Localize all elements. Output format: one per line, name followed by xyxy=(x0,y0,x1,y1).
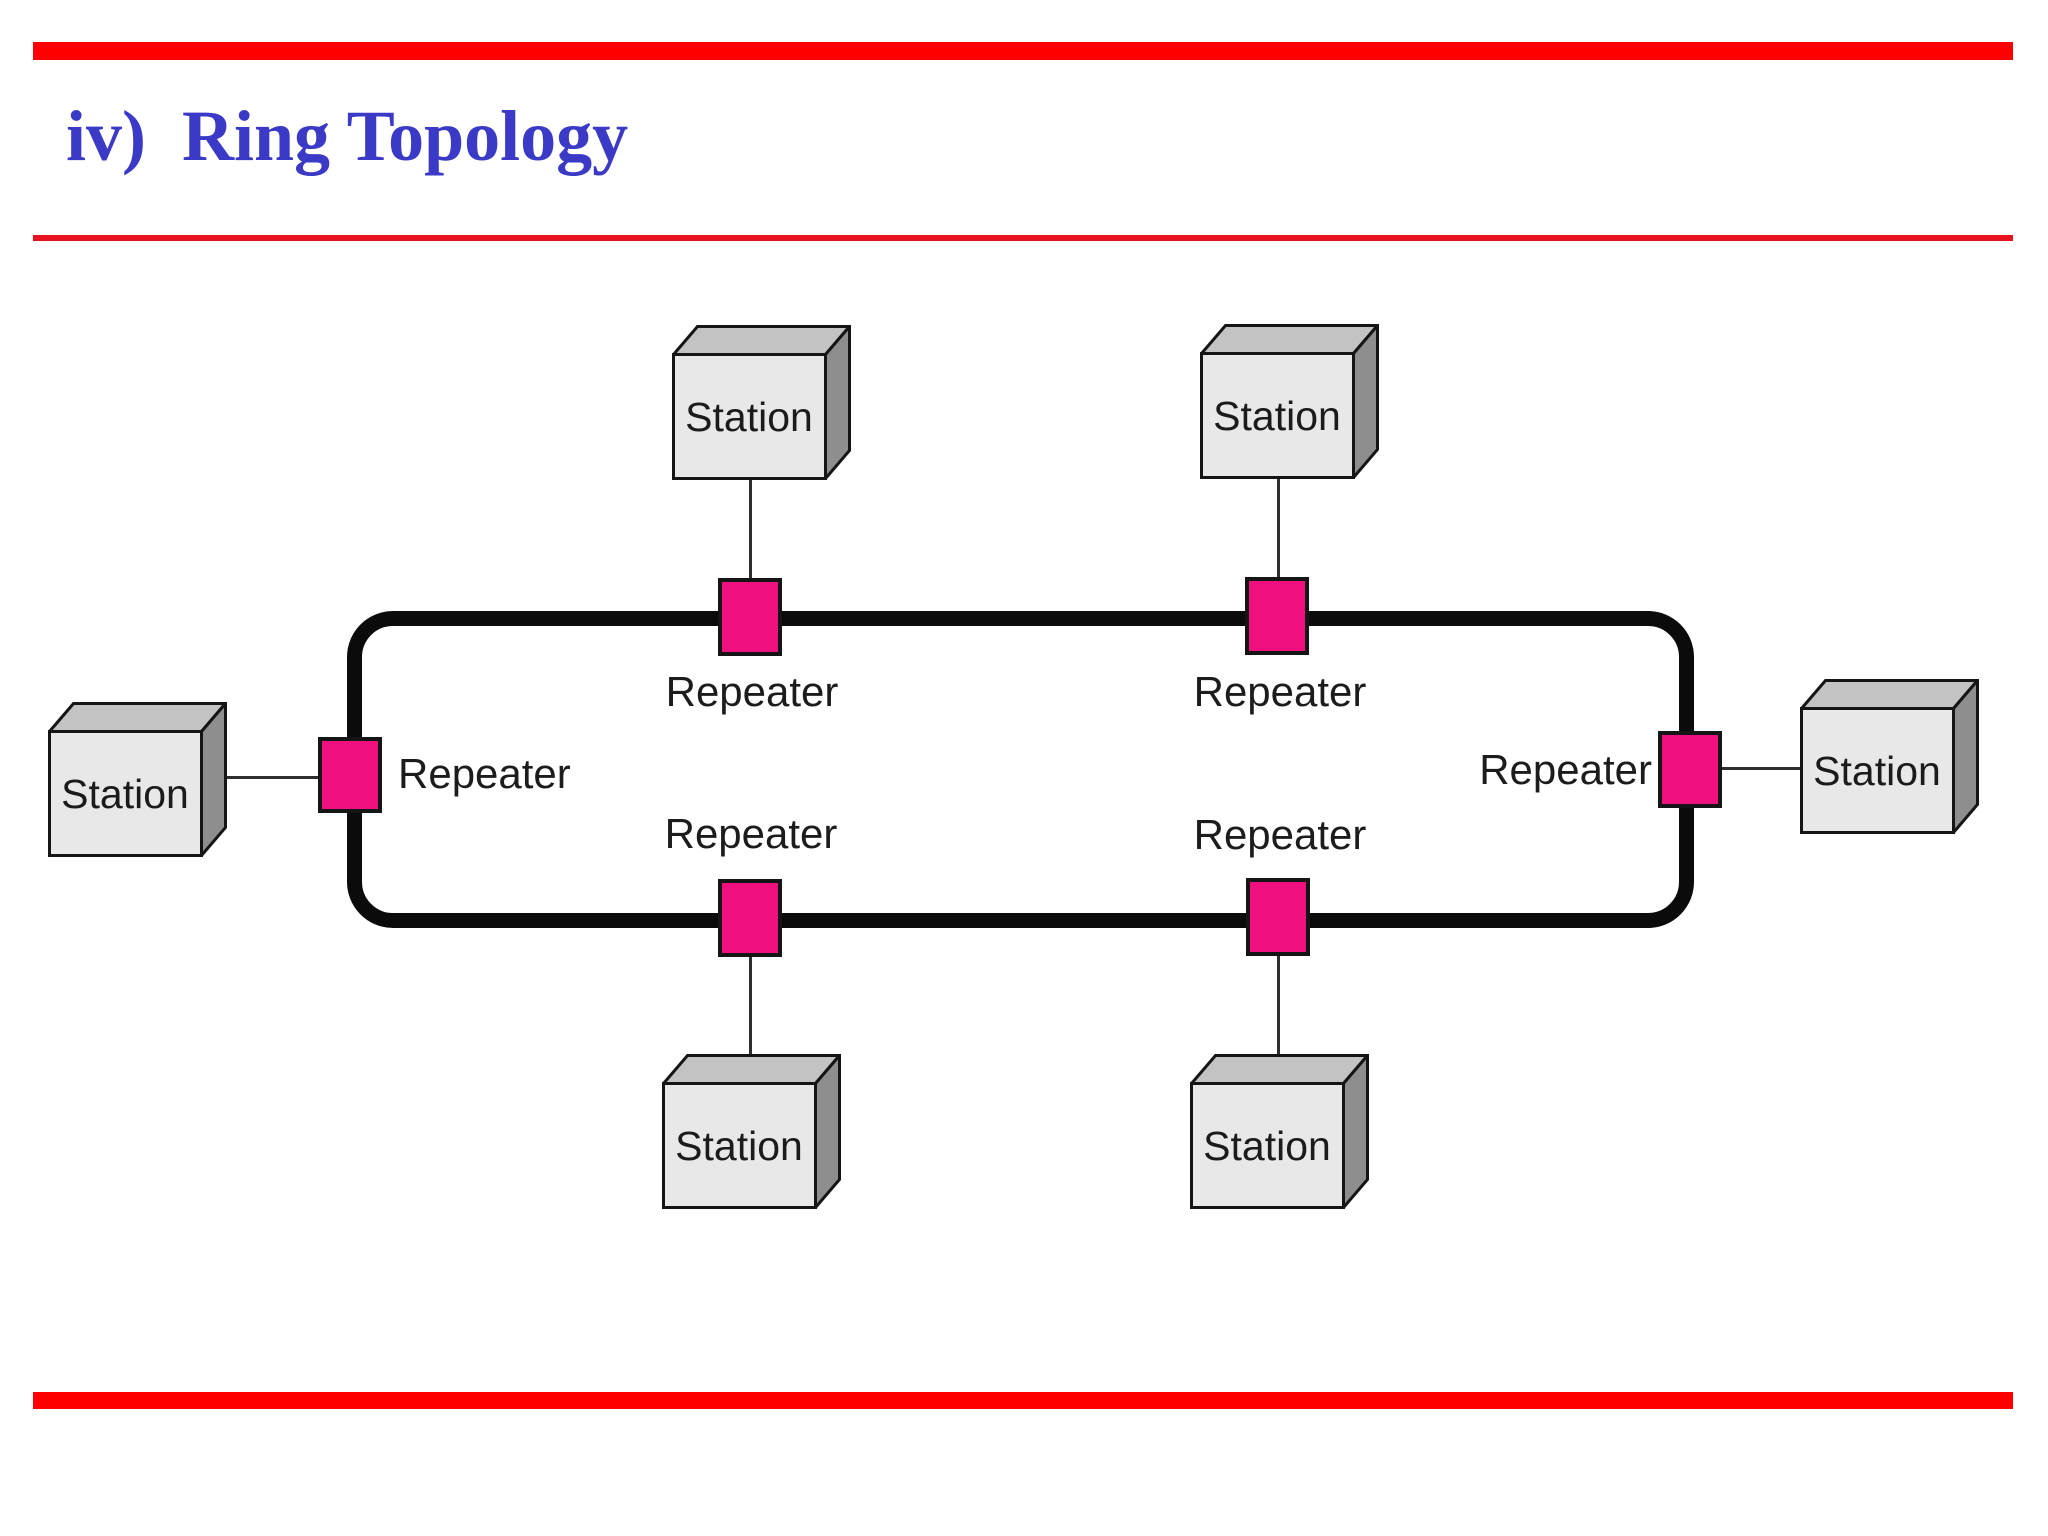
repeater-node-left xyxy=(318,737,382,813)
station-box-left: Station xyxy=(48,702,227,857)
repeater-label-top-right: Repeater xyxy=(1193,668,1367,715)
station-box-bottom-left: Station xyxy=(662,1054,841,1209)
title-underline-rule xyxy=(33,235,2013,241)
station-box-bottom-right: Station xyxy=(1190,1054,1369,1209)
repeater-node-top-left xyxy=(718,578,782,656)
repeater-node-top-right xyxy=(1245,577,1309,655)
connector-line-top-right xyxy=(1277,478,1280,579)
connector-line-right xyxy=(1721,767,1802,770)
repeater-node-bottom-left xyxy=(718,879,782,957)
repeater-label-top-left: Repeater xyxy=(665,668,839,715)
station-label: Station xyxy=(685,394,813,440)
repeater-node-bottom-right xyxy=(1246,878,1310,956)
repeater-label-bottom-left: Repeater xyxy=(664,810,838,857)
station-box-top-left: Station xyxy=(672,325,851,480)
top-red-bar xyxy=(33,42,2013,60)
station-label: Station xyxy=(675,1123,803,1169)
repeater-node-right xyxy=(1658,731,1722,808)
station-box-top-right: Station xyxy=(1200,324,1379,479)
station-label: Station xyxy=(1813,748,1941,794)
repeater-label-right: Repeater xyxy=(1479,746,1652,793)
connector-line-bottom-left xyxy=(749,954,752,1066)
station-label: Station xyxy=(1213,393,1341,439)
repeater-label-bottom-right: Repeater xyxy=(1193,811,1367,858)
bottom-red-bar xyxy=(33,1392,2013,1409)
station-label: Station xyxy=(1203,1123,1331,1169)
connector-line-top-left xyxy=(749,479,752,580)
connector-line-left xyxy=(208,776,320,779)
page-title: iv) Ring Topology xyxy=(66,96,629,176)
station-label: Station xyxy=(61,771,189,817)
station-box-right: Station xyxy=(1800,679,1979,834)
connector-line-bottom-right xyxy=(1277,954,1280,1066)
repeater-label-left: Repeater xyxy=(398,750,571,797)
